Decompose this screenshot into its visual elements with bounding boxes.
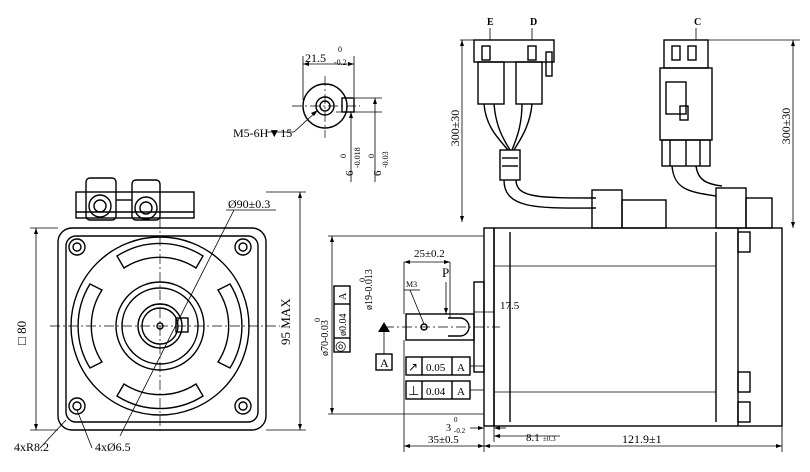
- p-label: P: [442, 265, 449, 280]
- connector-c-label: C: [694, 17, 701, 28]
- shaft-end-width-tol-top: 0: [338, 45, 342, 54]
- side-view: [328, 227, 783, 452]
- connector-d-label: D: [530, 17, 537, 28]
- flange-thickness-tol-top: 0: [454, 416, 458, 424]
- cable-length-right: 300±30: [779, 108, 793, 145]
- dim-8-1: 8.1: [526, 432, 540, 444]
- shaft-dia-tol: 0: [358, 278, 367, 282]
- dim-17-5: 17.5: [500, 300, 520, 312]
- pilot-dia: ø70-0.03: [320, 320, 331, 356]
- flange-thickness-tol-bottom: -0.2: [454, 427, 466, 435]
- pcd-label: Ø90±0.3: [228, 197, 270, 211]
- flange-size-label: □ 80: [14, 321, 29, 345]
- keyway-depth-dia: 6: [344, 170, 356, 176]
- shaft-dia: ø19-0.013: [364, 269, 375, 310]
- shaft-end-view: [266, 56, 382, 182]
- hole-label: 4xØ6.5: [95, 440, 131, 454]
- keyway-width: 6: [372, 170, 384, 176]
- corner-radius-label: 4xR8.2: [14, 440, 49, 454]
- keyway-width-tol-bottom: -0.03: [381, 151, 390, 168]
- perp-value: 0.04: [426, 386, 446, 398]
- thread-spec: M5-6H▼15: [233, 126, 292, 140]
- cable-length-left: 300±30: [448, 110, 462, 147]
- perp-ref: A: [457, 386, 465, 398]
- concentricity-value: ø0.04: [338, 314, 349, 337]
- runout-symbol: ↗: [408, 360, 418, 374]
- runout-ref: A: [457, 362, 465, 374]
- runout-value: 0.05: [426, 362, 446, 374]
- pilot-tol: 0: [313, 318, 322, 322]
- keyway-depth-dia-tol-top: 0: [339, 154, 348, 158]
- cable-assembly: [460, 28, 800, 229]
- shaft-length: 35±0.5: [428, 434, 459, 446]
- connector-e-label: E: [487, 17, 494, 28]
- shaft-end-width: 21.5: [305, 51, 326, 65]
- max-size-label: 95 MAX: [278, 298, 293, 345]
- keyway-depth-dia-tol-bottom: -0.018: [353, 147, 362, 168]
- concentricity-symbol: ◎: [335, 338, 346, 353]
- dim-8-1-tol: ±0.3: [543, 435, 556, 443]
- concentricity-ref: A: [338, 292, 349, 300]
- m3-label: M3: [406, 280, 417, 289]
- body-length: 121.9±1: [622, 432, 662, 446]
- shaft-end-width-tol-bottom: -0.2: [334, 58, 347, 67]
- front-view: [30, 177, 306, 449]
- flange-thickness: 3: [446, 423, 451, 434]
- keyway-width-tol-top: 0: [367, 154, 376, 158]
- perp-symbol: ⊥: [408, 383, 419, 398]
- datum-a: A: [380, 356, 389, 370]
- key-length: 25±0.2: [414, 248, 445, 260]
